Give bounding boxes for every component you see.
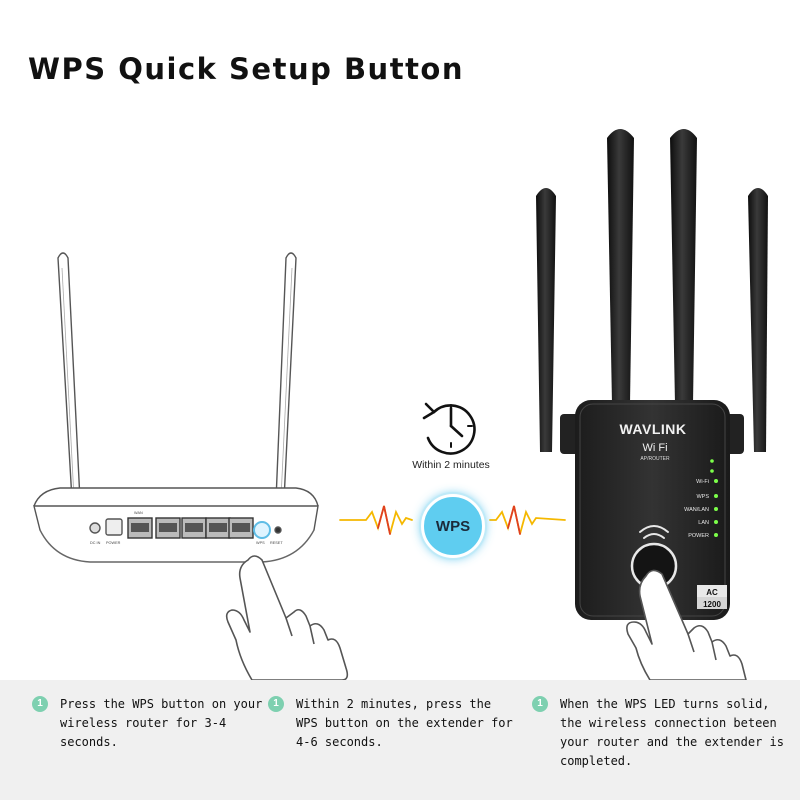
- signal-wave-right: [489, 505, 566, 535]
- led-label-wps: WPS: [696, 494, 709, 500]
- timer-clock-icon: [422, 402, 476, 455]
- page-title: WPS Quick Setup Button: [28, 52, 464, 86]
- led-label-lan: LAN: [698, 520, 709, 526]
- led-lan: [714, 520, 718, 524]
- step-number-badge: 1: [32, 696, 48, 712]
- router-dc-port: [89, 522, 101, 534]
- extender: [536, 129, 768, 620]
- led-label-power: POWER: [688, 533, 709, 539]
- router-power-button: [105, 518, 123, 536]
- router-reset-hole: [274, 526, 282, 534]
- wifi-icon: [639, 525, 669, 539]
- led-wanlan: [714, 507, 718, 511]
- router-label-wps: WPS: [256, 541, 265, 545]
- signal-wave-left: [339, 505, 413, 535]
- step-number-badge: 1: [268, 696, 284, 712]
- step-text: Press the WPS button on your wireless ro…: [60, 697, 263, 749]
- extender-antenna: [536, 188, 556, 452]
- extender-wifi-logo: Wi Fi: [642, 442, 667, 454]
- led-label-wanlan: WAN/LAN: [684, 507, 709, 513]
- wps-badge: WPS: [421, 494, 485, 558]
- router-wps-button[interactable]: [253, 521, 271, 539]
- extender-mode: AP/ROUTER: [640, 456, 670, 462]
- ac-badge-bottom: 1200: [703, 600, 721, 609]
- router-label-reset: RESET: [270, 541, 283, 545]
- router-label-dcin: DC IN: [90, 541, 101, 545]
- extender-body: [575, 400, 730, 620]
- router-label-wan: WAN: [134, 511, 143, 515]
- extender-antenna: [670, 129, 697, 404]
- hand-pressing-extender: [626, 569, 747, 680]
- instructions-panel: [0, 680, 800, 800]
- led-label-wifi: Wi-Fi: [696, 479, 709, 485]
- led-wifi: [714, 479, 718, 483]
- router-label-power: POWER: [106, 541, 121, 545]
- led-wps: [714, 494, 718, 498]
- extender-antenna: [607, 129, 634, 404]
- extender-brand: WAVLINK: [619, 421, 686, 437]
- step-text: When the WPS LED turns solid, the wirele…: [560, 697, 784, 768]
- led-power: [714, 533, 718, 537]
- extender-antenna: [748, 188, 768, 452]
- router: [33, 252, 319, 563]
- timer-label: Within 2 minutes: [412, 459, 490, 471]
- step-text: Within 2 minutes, press the WPS button o…: [296, 697, 513, 749]
- hand-pressing-router: [225, 555, 349, 680]
- ac-badge-top: AC: [706, 588, 718, 597]
- router-antenna-right: [275, 252, 297, 501]
- step-number-badge: 1: [532, 696, 548, 712]
- illustration: DC IN POWER WAN WPS RESET: [33, 129, 768, 680]
- router-antenna-left: [57, 252, 81, 501]
